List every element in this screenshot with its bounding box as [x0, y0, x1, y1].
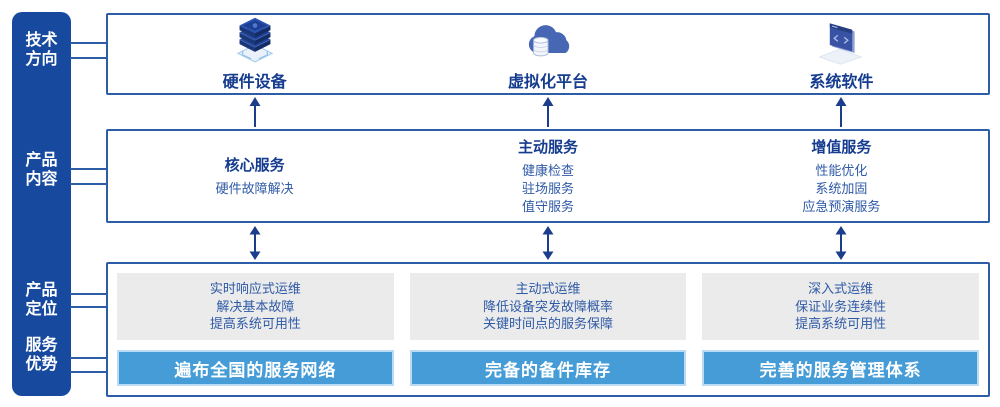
connector-line [70, 371, 108, 373]
positioning-line: 解决基本故障 [216, 298, 295, 314]
sidebar-label-product-positioning: 产品 定位 [12, 281, 71, 319]
advantage-bar: 遍布全国的服务网络 [117, 350, 394, 386]
positioning-line: 保证业务连续性 [795, 298, 887, 314]
tech-item-label: 虚拟化平台 [507, 73, 588, 91]
arrow-updown-icon [542, 226, 554, 260]
positioning-line: 深入式运维 [808, 281, 874, 297]
arrow-up-icon [542, 97, 554, 127]
connector-line [70, 306, 108, 308]
service-item: 应急预演服务 [802, 199, 881, 214]
sidebar-label-line: 优势 [25, 356, 58, 373]
positioning-panel: 主动式运维 降低设备突发故障概率 关键时间点的服务保障 [409, 273, 687, 340]
service-column-proactive: 主动服务 健康检查 驻场服务 值守服务 [401, 131, 694, 221]
positioning-line: 关键时间点的服务保障 [483, 316, 614, 332]
sidebar-label-line: 服务 [25, 337, 58, 354]
sidebar-label-service-advantage: 服务 优势 [12, 336, 71, 374]
tech-direction-box: 硬件设备 虚拟化平台 系统软件 [106, 13, 990, 95]
positioning-column-proactive: 主动式运维 降低设备突发故障概率 关键时间点的服务保障 完备的备件库存 [409, 273, 687, 386]
positioning-panel: 实时响应式运维 解决基本故障 提高系统可用性 [117, 273, 394, 340]
arrow-up-icon [249, 97, 261, 127]
sidebar-label-product-content: 产品 内容 [12, 151, 71, 189]
positioning-line: 降低设备突发故障概率 [483, 298, 614, 314]
connector-line [70, 183, 108, 185]
positioning-panel: 深入式运维 保证业务连续性 提高系统可用性 [702, 273, 980, 340]
sidebar-label-line: 产品 [25, 152, 58, 169]
tech-item-label: 系统软件 [809, 73, 874, 91]
positioning-line: 主动式运维 [515, 281, 581, 297]
service-title: 核心服务 [224, 157, 285, 174]
tech-item-label: 硬件设备 [222, 73, 287, 91]
arrow-updown-icon [835, 226, 847, 260]
service-item: 健康检查 [521, 163, 574, 178]
connector-line [70, 168, 108, 170]
connector-line [70, 293, 108, 295]
tech-item-hardware: 硬件设备 [108, 17, 401, 92]
positioning-column-realtime: 实时响应式运维 解决基本故障 提高系统可用性 遍布全国的服务网络 [117, 273, 394, 386]
product-positioning-box: 实时响应式运维 解决基本故障 提高系统可用性 遍布全国的服务网络 主动式运维 降… [106, 262, 990, 397]
code-window-icon [818, 22, 863, 65]
product-content-box: 核心服务 硬件故障解决 主动服务 健康检查 驻场服务 值守服务 增值服务 性能优… [106, 129, 990, 223]
sidebar-label-line: 产品 [25, 282, 58, 299]
sidebar-label-line: 技术 [25, 32, 58, 49]
service-title: 主动服务 [517, 139, 578, 156]
service-item: 系统加固 [815, 181, 868, 196]
service-column-core: 核心服务 硬件故障解决 [108, 131, 401, 221]
arrow-updown-icon [249, 226, 261, 260]
advantage-bar: 完善的服务管理体系 [702, 350, 980, 386]
connector-line [70, 357, 108, 359]
positioning-column-indepth: 深入式运维 保证业务连续性 提高系统可用性 完善的服务管理体系 [702, 273, 980, 386]
service-item: 驻场服务 [521, 181, 574, 196]
service-item: 性能优化 [815, 163, 868, 178]
positioning-line: 提高系统可用性 [795, 316, 887, 332]
positioning-line: 实时响应式运维 [209, 281, 301, 297]
connector-line [70, 57, 108, 59]
server-stack-icon [236, 17, 273, 63]
positioning-line: 提高系统可用性 [209, 316, 301, 332]
cloud-database-icon [528, 24, 570, 56]
service-title: 增值服务 [811, 139, 872, 156]
sidebar-label-tech-direction: 技术 方向 [12, 31, 71, 69]
sidebar-label-line: 内容 [25, 171, 58, 188]
tech-item-system-software: 系统软件 [695, 17, 988, 92]
tech-item-virtualization: 虚拟化平台 [401, 17, 694, 92]
arrow-up-icon [835, 97, 847, 127]
service-item: 硬件故障解决 [215, 181, 294, 196]
advantage-bar: 完备的备件库存 [409, 350, 687, 386]
service-item: 值守服务 [521, 199, 574, 214]
sidebar-label-line: 定位 [25, 301, 58, 318]
service-column-value-added: 增值服务 性能优化 系统加固 应急预演服务 [695, 131, 988, 221]
connector-line [70, 42, 108, 44]
sidebar-label-line: 方向 [25, 51, 58, 68]
category-sidebar [12, 12, 71, 396]
